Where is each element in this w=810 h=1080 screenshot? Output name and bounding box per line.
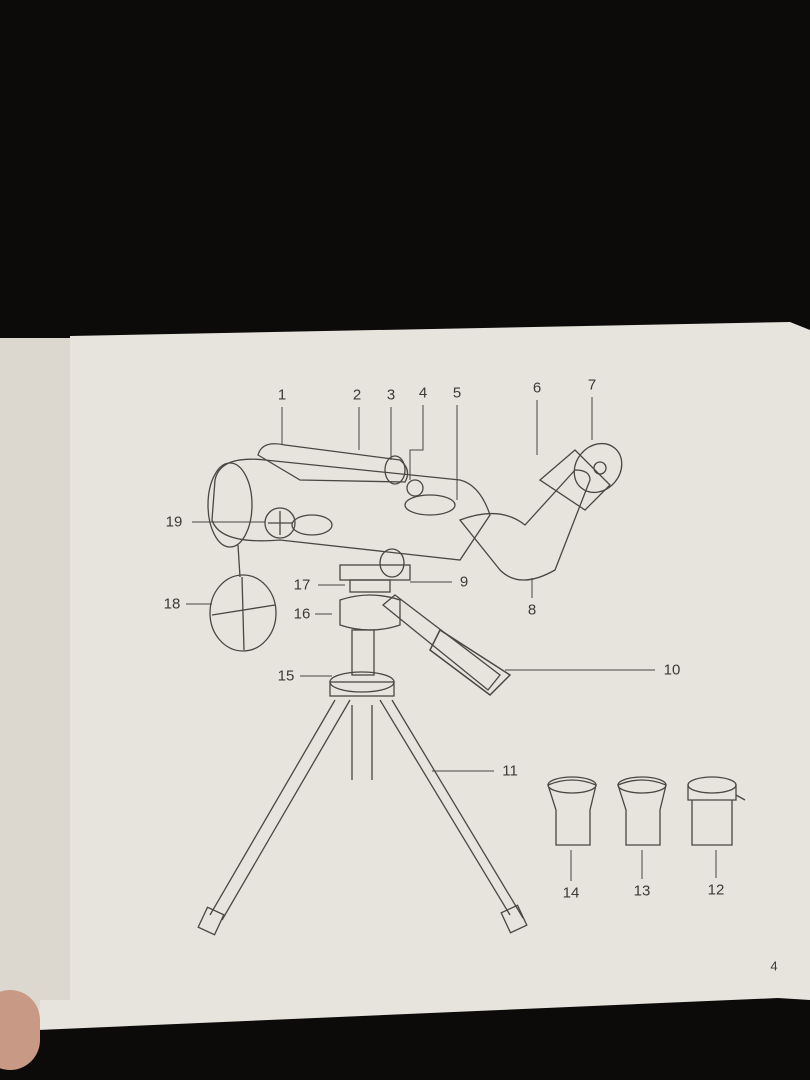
part-label-14: 14 bbox=[562, 884, 580, 902]
part-label-3: 3 bbox=[386, 386, 396, 404]
manual-page bbox=[38, 322, 810, 1030]
part-label-9: 9 bbox=[459, 573, 469, 591]
part-label-4: 4 bbox=[418, 384, 428, 402]
part-label-16: 16 bbox=[293, 605, 311, 623]
part-label-12: 12 bbox=[707, 881, 725, 899]
part-label-10: 10 bbox=[663, 661, 681, 679]
part-label-5: 5 bbox=[452, 384, 462, 402]
part-label-6: 6 bbox=[532, 379, 542, 397]
part-label-17: 17 bbox=[293, 576, 311, 594]
part-label-18: 18 bbox=[163, 595, 181, 613]
left-page bbox=[0, 338, 72, 1028]
part-label-11: 11 bbox=[502, 762, 518, 780]
part-label-15: 15 bbox=[277, 667, 295, 685]
leader-lines bbox=[186, 397, 717, 881]
finger bbox=[0, 990, 40, 1070]
page-number: 4 bbox=[770, 958, 778, 974]
part-label-2: 2 bbox=[352, 386, 362, 404]
part-label-1: 1 bbox=[277, 386, 287, 404]
part-label-8: 8 bbox=[527, 601, 537, 619]
part-label-13: 13 bbox=[633, 882, 651, 900]
telescope-drawing bbox=[197, 442, 746, 936]
part-label-7: 7 bbox=[587, 376, 597, 394]
part-label-19: 19 bbox=[165, 513, 183, 531]
